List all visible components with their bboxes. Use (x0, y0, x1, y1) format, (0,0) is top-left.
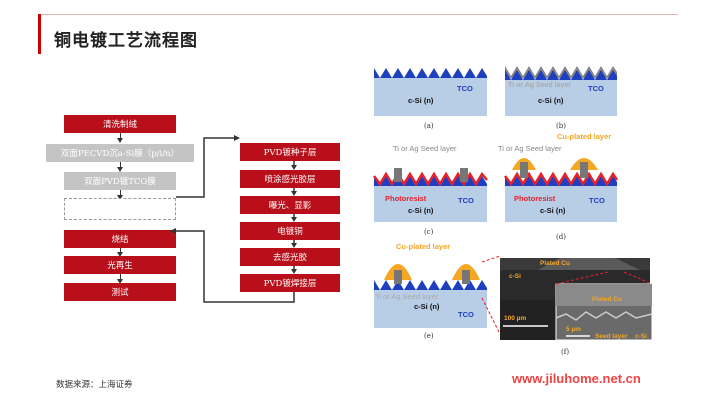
flow-arrow (117, 138, 123, 143)
sub-step-seed-layer: PVD镀种子层 (240, 143, 340, 161)
panel-f-caption: (f) (561, 348, 570, 356)
panel-f-scale-label-1: 100 µm (504, 315, 527, 322)
flow-step-clean: 清洗制绒 (64, 115, 176, 133)
panel-a-caption: (a) (424, 122, 434, 130)
panel-d-cu-label: Cu-plated layer (557, 132, 612, 141)
sub-step-remove-photoresist: 去感光胶 (240, 248, 340, 266)
flow-arrow (117, 252, 123, 257)
title-accent-bar (38, 14, 41, 54)
page-title: 铜电镀工艺流程图 (54, 31, 198, 51)
sub-step-expose-develop: 曝光、显影 (240, 196, 340, 214)
panel-a-tco-label: TCO (457, 84, 473, 93)
panel-d-photoresist-label: Photoresist (514, 194, 556, 203)
flow-step-pvd-tco: 双面PVD镀TCO膜 (64, 172, 176, 190)
flow-connector (119, 162, 121, 169)
panel-f-scale-label-2: 5 µm (566, 326, 581, 333)
panel-b-seed-label: Ti or Ag Seed layer (508, 82, 572, 89)
panel-e-si-label: c-Si (n) (414, 302, 440, 311)
sub-step-spray-photoresist: 喷涂感光胶层 (240, 170, 340, 188)
flow-step-light-regen: 光再生 (64, 256, 176, 274)
flow-step-sinter: 烧结 (64, 230, 176, 248)
panel-f-csi-label-1: c-Si (509, 273, 521, 280)
panel-b-tco-label: TCO (588, 84, 604, 93)
panel-f-plated-cu-label-1: Plated Cu (540, 260, 570, 267)
flow-connector (119, 190, 121, 197)
watermark: www.jiluhome.net.cn (512, 371, 641, 386)
panel-e-tco-label: TCO (458, 310, 474, 319)
flow-connector (119, 133, 121, 140)
panel-e-seed-label: Ti or Ag Seed layer (375, 292, 439, 301)
panel-b-diagram (505, 66, 617, 116)
panel-c-tco-label: TCO (458, 196, 474, 205)
panel-b-caption: (b) (556, 122, 566, 130)
flow-arrow (117, 279, 123, 284)
flow-step-pecvd: 双面PECVD沉a-Si膜（p/i/n） (46, 144, 194, 162)
flow-step-placeholder (64, 198, 176, 220)
flow-arrow (117, 195, 123, 200)
flow-connector (119, 248, 121, 254)
panel-d-caption: (d) (556, 233, 566, 241)
panel-c-photoresist-label: Photoresist (385, 194, 427, 203)
panel-e-cu-label: Cu-plated layer (396, 242, 451, 251)
panel-e-caption: (e) (424, 332, 434, 340)
panel-d-diagram (504, 158, 619, 222)
panel-f-csi-label-2: c-Si (635, 333, 647, 340)
flow-step-test: 测试 (64, 283, 176, 301)
flow-connector (119, 274, 121, 281)
panel-f-plated-cu-label-2: Plated Cu (592, 296, 622, 303)
panel-d-tco-label: TCO (589, 196, 605, 205)
panel-c-seed-label: Ti or Ag Seed layer (393, 144, 457, 153)
panel-c-si-label: c-Si (n) (408, 206, 434, 215)
panel-c-caption: (c) (424, 228, 434, 236)
sub-step-solder-layer: PVD镀焊接层 (240, 274, 340, 292)
sub-step-electroplate-cu: 电镀铜 (240, 222, 340, 240)
panel-c-diagram (373, 168, 488, 222)
panel-f-seed-label: Seed layer (595, 333, 628, 340)
panel-e-diagram (374, 264, 487, 328)
panel-d-seed-label: Ti or Ag Seed layer (498, 144, 562, 153)
top-rule (38, 14, 678, 15)
panel-a-si-label: c-Si (n) (408, 96, 434, 105)
flow-arrow (117, 167, 123, 172)
data-source-note: 数据来源：上海证券 (56, 380, 133, 390)
panel-a-diagram (374, 68, 487, 116)
panel-b-si-label: c-Si (n) (538, 96, 564, 105)
panel-d-si-label: c-Si (n) (540, 206, 566, 215)
